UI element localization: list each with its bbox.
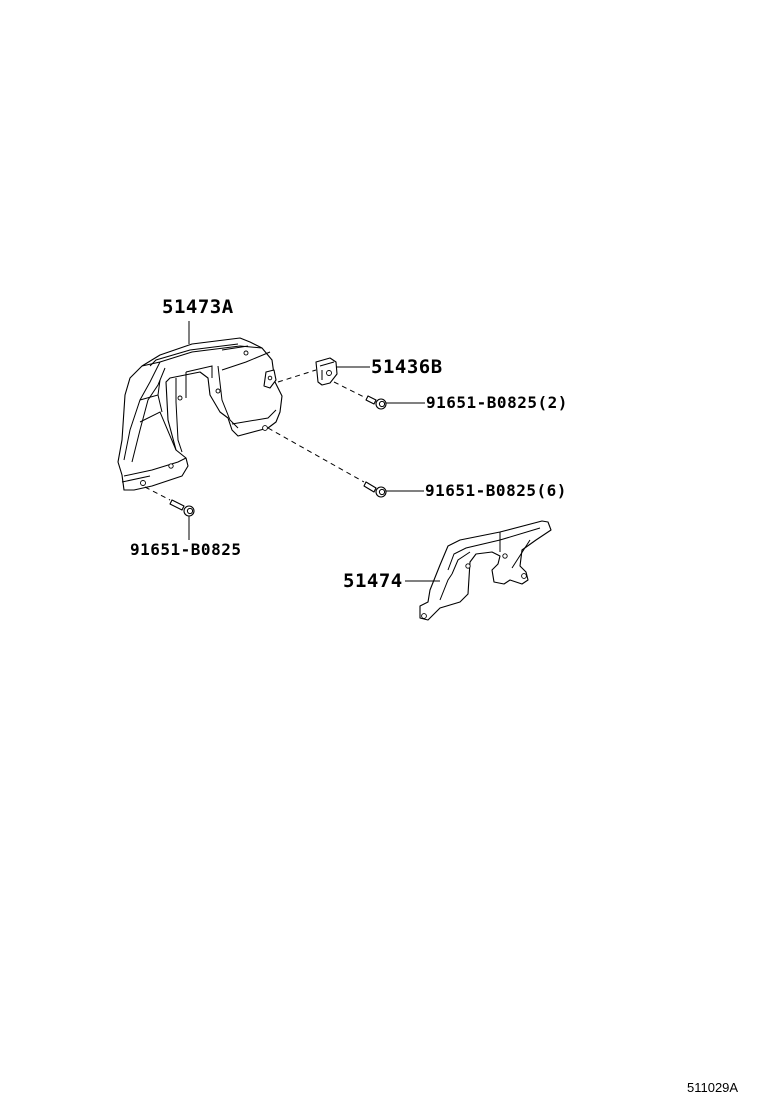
assembly-line-upper-bolt	[333, 381, 367, 399]
part-51436B-bracket[interactable]	[315, 357, 338, 386]
assembly-line-right-bolt	[267, 427, 365, 483]
bolt-left-icon[interactable]	[169, 499, 195, 517]
diagram-reference-code: 511029A	[687, 1080, 739, 1095]
callout-bolt-upper[interactable]: 91651-B0825(2)	[426, 393, 568, 412]
callout-51473A[interactable]: 51473A	[162, 296, 234, 318]
callout-51474[interactable]: 51474	[343, 570, 403, 592]
assembly-line-bracket	[277, 369, 317, 383]
callout-51436B[interactable]: 51436B	[371, 356, 443, 378]
callout-bolt-left[interactable]: 91651-B0825	[130, 540, 242, 559]
callout-bolt-right[interactable]: 91651-B0825(6)	[425, 481, 567, 500]
bolt-upper-icon[interactable]	[365, 395, 387, 410]
part-51474-bracket[interactable]	[419, 520, 552, 621]
assembly-line-left-bolt	[144, 486, 171, 501]
part-51473A-shield[interactable]	[117, 337, 283, 491]
bolt-right-icon[interactable]	[363, 481, 387, 498]
